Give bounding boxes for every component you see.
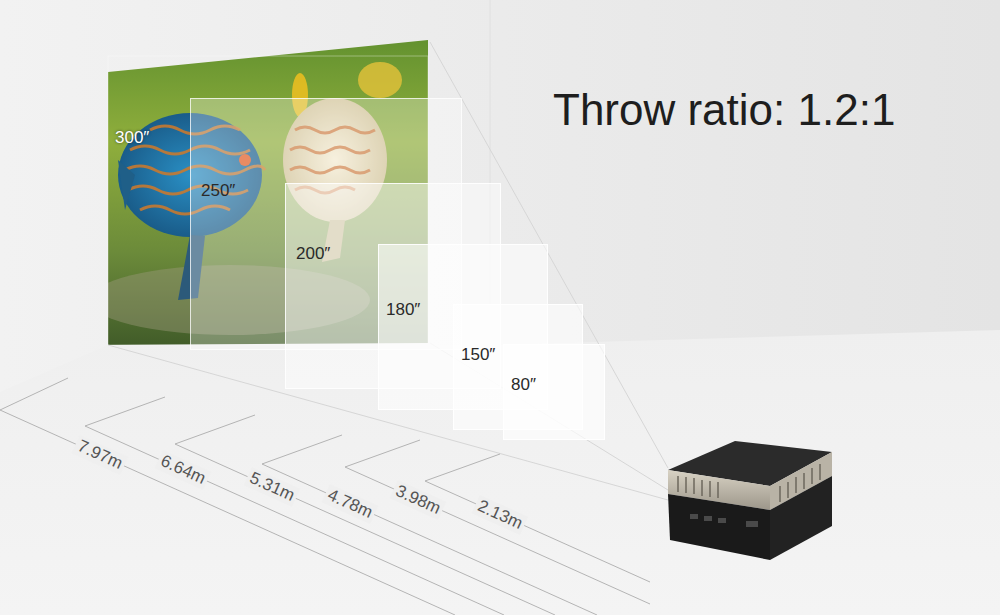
screen-size-label: 180″ [386, 300, 420, 320]
screen-size-label: 250″ [201, 181, 235, 201]
screen-size-label: 300″ [115, 128, 149, 148]
projector-illustration [668, 441, 832, 560]
screen-size-label: 150″ [461, 345, 495, 365]
diagram-title: Throw ratio: 1.2:1 [553, 84, 895, 136]
projection-screen: 80″ [503, 344, 605, 440]
screen-size-label: 80″ [511, 375, 536, 395]
screen-size-label: 200″ [296, 244, 330, 264]
